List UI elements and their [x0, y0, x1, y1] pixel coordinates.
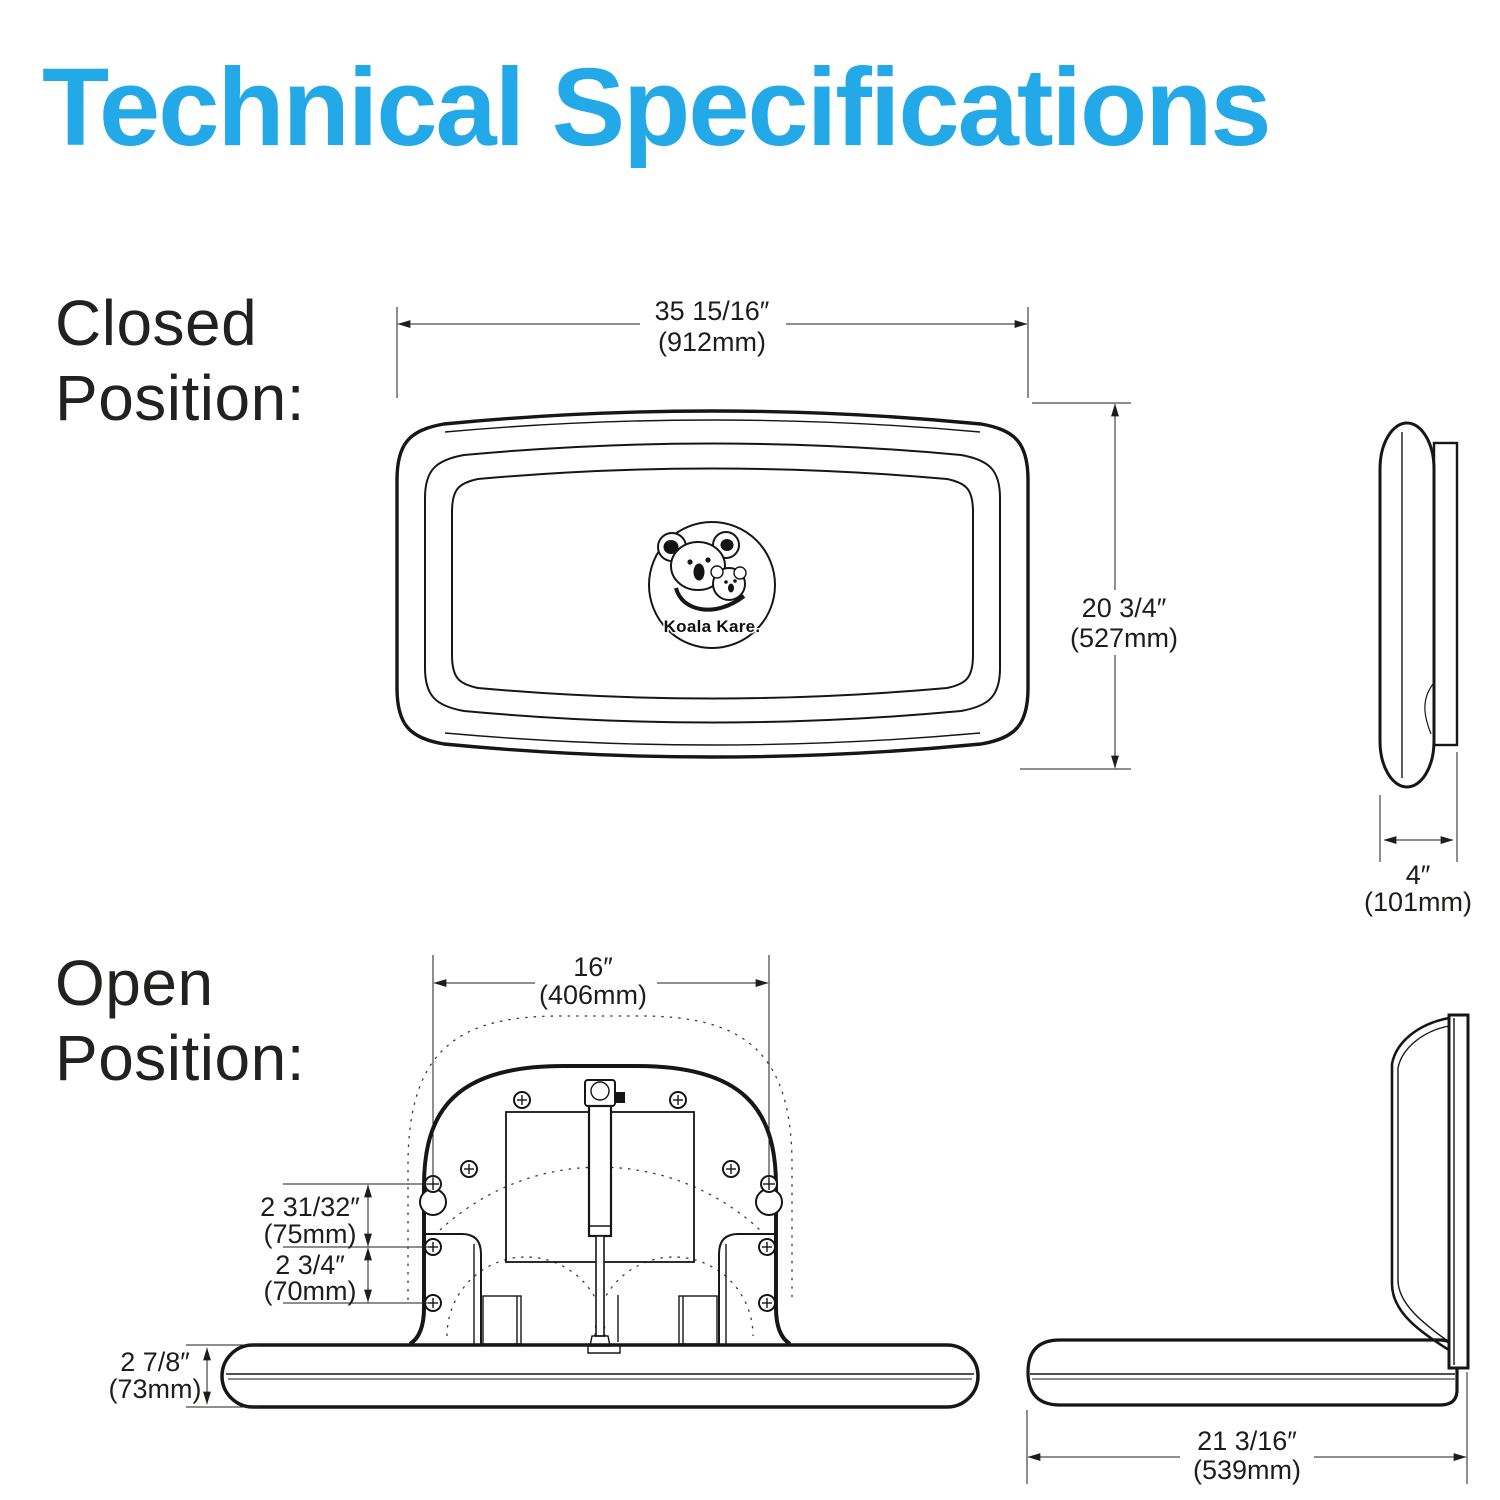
- open-front-view: 16″ (406mm) 2 31/32″ (75mm) 2 3/4″ (70mm…: [109, 952, 980, 1409]
- open-bed-thickness-dimension: 2 7/8″ (73mm): [109, 1344, 258, 1408]
- closed-position-label: Closed Position:: [55, 286, 305, 436]
- open-position-label: Open Position:: [55, 946, 305, 1096]
- closed-label-line1: Closed: [55, 287, 258, 359]
- open-lower-offset-inches: 2 3/4″: [275, 1250, 345, 1280]
- open-bed-side: [1026, 1338, 1459, 1407]
- open-bed-front: [220, 1343, 980, 1409]
- closed-height-mm: (527mm): [1070, 623, 1178, 653]
- open-offset-dimensions: 2 31/32″ (75mm) 2 3/4″ (70mm): [260, 1183, 429, 1306]
- open-bed-thickness-mm: (73mm): [109, 1374, 202, 1404]
- mounting-keyhole-right: [755, 1175, 783, 1216]
- open-mount-width-mm: (406mm): [539, 980, 647, 1010]
- open-depth-mm: (539mm): [1193, 1455, 1301, 1485]
- open-label-line2: Position:: [55, 1021, 305, 1094]
- closed-width-mm: (912mm): [658, 327, 766, 357]
- mounting-screws: [424, 1091, 776, 1312]
- open-side-view: 21 3/16″ (539mm): [1026, 1013, 1470, 1485]
- open-back-panel: [1447, 1013, 1470, 1370]
- closed-label-line2: Position:: [55, 361, 305, 434]
- open-upper-offset-inches: 2 31/32″: [260, 1192, 360, 1222]
- closed-depth-mm: (101mm): [1364, 887, 1472, 917]
- koala-kare-logo: Koala Kare.: [648, 521, 776, 649]
- closed-width-inches: 35 15/16″: [655, 296, 770, 326]
- closed-side-view: 4″ (101mm): [1364, 421, 1472, 917]
- open-mount-width-inches: 16″: [573, 952, 613, 982]
- open-depth-inches: 21 3/16″: [1197, 1426, 1297, 1456]
- open-upper-offset-mm: (75mm): [264, 1219, 357, 1249]
- open-label-line1: Open: [55, 947, 214, 1019]
- closed-height-dimension: 20 3/4″ (527mm): [1020, 402, 1178, 770]
- open-bed-thickness-inches: 2 7/8″: [120, 1347, 190, 1377]
- closed-height-inches: 20 3/4″: [1082, 593, 1167, 623]
- page-title: Technical Specifications: [42, 46, 1272, 169]
- open-depth-dimension: 21 3/16″ (539mm): [1026, 1372, 1468, 1485]
- closed-width-dimension: 35 15/16″ (912mm): [396, 296, 1029, 398]
- closed-front-view: Koala Kare. 35 15/16″ (912mm) 20 3/4″ (5…: [395, 296, 1178, 770]
- open-mount-width-dimension: 16″ (406mm): [432, 952, 770, 1180]
- closed-depth-dimension: 4″ (101mm): [1364, 752, 1472, 917]
- open-lower-offset-mm: (70mm): [264, 1276, 357, 1306]
- closed-depth-inches: 4″: [1406, 860, 1431, 890]
- logo-brand-text: Koala Kare.: [664, 617, 761, 636]
